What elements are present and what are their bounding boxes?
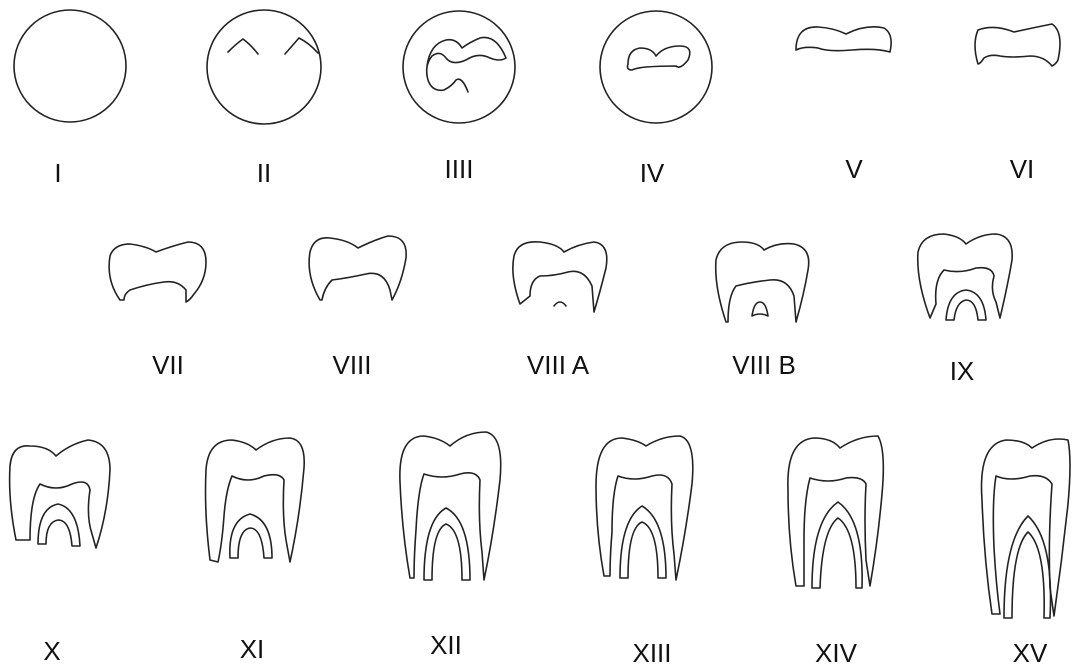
stage-iv-drawing bbox=[600, 11, 712, 123]
stage-xv-drawing bbox=[982, 439, 1071, 618]
stage-vi-drawing bbox=[975, 24, 1060, 66]
stage-label-xi: XI bbox=[240, 634, 265, 664]
stage-label-vi: VI bbox=[1010, 154, 1035, 184]
stage-label-xiii: XIII bbox=[632, 638, 671, 668]
stage-iii-drawing bbox=[403, 11, 515, 123]
stage-vii-drawing bbox=[109, 242, 206, 302]
stage-i-drawing bbox=[14, 10, 126, 122]
stage-x-drawing bbox=[10, 440, 110, 548]
stage-ii-drawing bbox=[207, 10, 321, 124]
stage-label-v: V bbox=[845, 154, 863, 184]
stage-xi-drawing bbox=[206, 438, 305, 562]
stage-label-viiia: VIII A bbox=[527, 350, 590, 380]
stage-label-xv: XV bbox=[1013, 638, 1048, 668]
stage-label-viiib: VIII B bbox=[732, 350, 796, 380]
stage-xiii-drawing bbox=[596, 436, 693, 580]
stage-ix-drawing bbox=[918, 234, 1012, 320]
stage-label-x: X bbox=[43, 636, 60, 666]
stage-xiv-drawing bbox=[788, 436, 883, 588]
stage-label-iii: IIII bbox=[445, 154, 474, 184]
stage-label-xiv: XIV bbox=[815, 638, 858, 668]
stage-label-vii: VII bbox=[152, 350, 184, 380]
stage-viiib-drawing bbox=[716, 242, 809, 322]
stage-xii-drawing bbox=[400, 432, 501, 580]
stage-label-ii: II bbox=[257, 158, 271, 188]
stage-v-drawing bbox=[796, 27, 891, 52]
stage-viii-drawing bbox=[309, 236, 406, 300]
stage-viiia-drawing bbox=[513, 242, 607, 312]
stage-label-xii: XII bbox=[430, 630, 462, 660]
stage-label-i: I bbox=[54, 158, 61, 188]
stage-label-viii: VIII bbox=[332, 350, 371, 380]
stage-label-ix: IX bbox=[950, 356, 975, 386]
stage-label-iv: IV bbox=[640, 158, 665, 188]
